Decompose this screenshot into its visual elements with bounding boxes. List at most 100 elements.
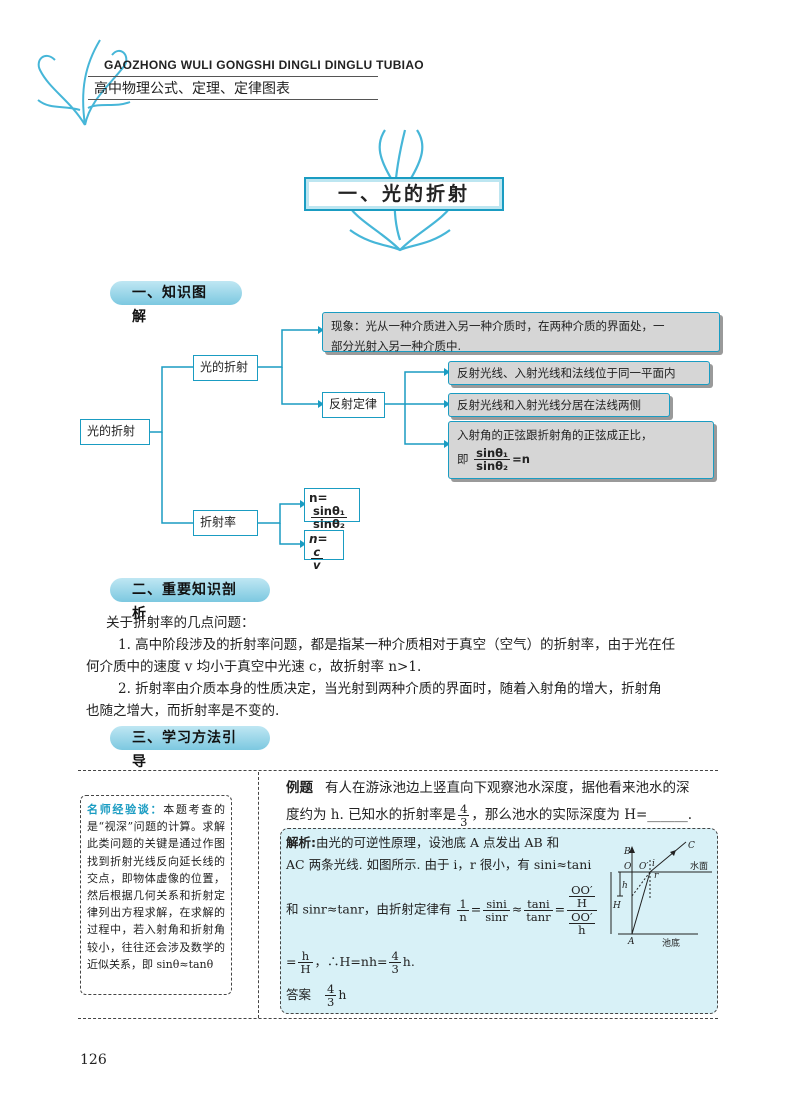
fig-label-H: H [612,901,621,911]
eq-1: 1 [457,898,469,911]
n1-lhs: n= [309,491,328,505]
eq-oo-bottom: OO′h [567,911,596,936]
eq-oo2: OO′ [569,910,595,924]
node-root: 光的折射 [80,419,150,445]
example-line2a: 度约为 h. 已知水的折射率是 [286,807,457,823]
section-header-diagram: 一、知识图解 [110,281,242,325]
law3-suffix: =n [512,452,530,466]
section-header-analysis: 二、重要知识剖析 [110,578,270,622]
fig-label-water: 水面 [690,860,708,872]
frame-top [78,770,718,771]
fig-label-a: A [627,937,635,947]
solution-text: 解析:由光的可逆性原理，设池底 A 点发出 AB 和 AC 两条光线. 如图所示… [286,832,606,1008]
line4-c: h. [402,954,415,969]
eq-H: H [576,896,587,910]
n2-num: c [311,546,323,559]
node-phenomenon: 现象：光从一种介质进入另一种介质时，在两种介质的界面处，一 部分光射入另一种介质… [322,312,720,353]
eq-h: h [578,923,586,937]
refraction-figure: B O O′ i r C h H A 水面 池底 [610,841,712,949]
analysis-text: 关于折射率的几点问题： 1. 高中阶段涉及的折射率问题，都是指某一种介质相对于真… [86,612,714,722]
node-law: 反射定律 [322,392,385,418]
eq-oo-top: OO′H [567,883,597,911]
header-title: 高中物理公式、定理、定律图表 [88,76,378,100]
eq-sini: sini [483,898,510,911]
node-refraction: 光的折射 [193,355,258,381]
page-number: 126 [80,1052,107,1068]
phenomenon-line-1: 现象：光从一种介质进入另一种介质时，在两种介质的界面处，一 [331,319,665,333]
fig-label-c: C [688,841,695,851]
analysis-p1-line2: 何介质中的速度 v 均小于真空中光速 c，故折射率 n>1. [86,659,422,675]
fig-label-o: O [624,862,632,872]
example-label: 例题 [286,780,313,796]
eq-tani: tani [524,898,553,911]
fig-label-o-prime: O′ [639,862,648,872]
chapter-title: 一、光的折射 [304,177,504,211]
line4-fnum: 4 [389,949,401,963]
law3-num: sinθ₁ [474,446,511,460]
phenomenon-line-2: 部分光射入另一种介质中. [331,339,462,353]
diagram-connectors [150,326,450,548]
line4-b: ，∴H=nh= [314,954,388,969]
answer-num: 4 [325,982,337,996]
analysis-p2-line2: 也随之增大，而折射率是不变的. [86,703,280,719]
example-line2b: ，那么池水的实际深度为 H=______. [471,807,693,823]
law3-line-1: 入射角的正弦跟折射角的正弦成正比， [457,428,653,442]
fig-label-h: h [622,881,628,891]
frame-bottom [78,1018,718,1019]
law3-den: sinθ₂ [476,459,509,473]
solution-line3a: 和 sinr≈tanr，由折射定律有 [286,901,452,917]
line4-fden: 3 [391,962,399,976]
answer-den: 3 [327,995,335,1009]
solution-line2: AC 两条光线. 如图所示. 由于 i，r 很小，有 sini≈tani [286,857,592,872]
section-header-method: 三、学习方法引导 [110,726,270,770]
solution-label: 解析: [286,835,316,850]
node-law-1: 反射光线、入射光线和法线位于同一平面内 [448,361,710,385]
answer-label: 答案 [286,987,312,1002]
analysis-p1-line1: 1. 高中阶段涉及的折射率问题，都是指某一种介质相对于真空（空气）的折射率，由于… [118,637,676,653]
fig-label-bottom: 池底 [662,937,680,949]
answer-suffix: h [338,987,347,1002]
node-refractive-index: 折射率 [193,510,258,536]
solution-box [280,828,718,1014]
example-frac-den: 3 [460,815,468,829]
eq-tanr: tanr [526,909,551,924]
law3-fraction: sinθ₁ sinθ₂ [474,446,511,473]
tip-label: 名师经验谈： [87,803,164,816]
n2-den: v [313,558,321,572]
eq-sinr: sinr [485,909,508,924]
eq-oo1: OO′ [569,883,595,897]
analysis-p2-line1: 2. 折射率由介质本身的性质决定，当光射到两种介质的界面时，随着入射角的增大，折… [118,681,662,697]
example-question: 例题有人在游泳池边上竖直向下观察池水深度，据他看来池水的深 度约为 h. 已知水… [286,776,718,828]
law3-prefix: 即 [457,452,469,466]
law3-formula: 即 sinθ₁ sinθ₂ =n [457,447,705,472]
line4-den: H [300,962,311,976]
node-law-3: 入射角的正弦跟折射角的正弦成正比， 即 sinθ₁ sinθ₂ =n [448,421,714,479]
header-flourish [37,39,131,126]
n2-lhs: n= [309,532,328,546]
example-frac-num: 4 [458,802,470,816]
tip-text: 本题考查的是“视深”问题的计算。求解此类问题的关键是通过作图找到折射光线反向延长… [87,803,226,971]
fig-label-b: B [623,847,631,857]
frame-divider [258,772,259,1018]
line4-num: h [298,950,313,963]
teacher-tip: 名师经验谈：本题考查的是“视深”问题的计算。求解此类问题的关键是通过作图找到折射… [80,795,232,995]
fig-label-i: i [652,859,655,869]
node-law-2: 反射光线和入射光线分居在法线两侧 [448,393,670,417]
eq-n: n [459,909,467,924]
n1-den: sinθ₂ [313,517,345,531]
example-line1: 有人在游泳池边上竖直向下观察池水深度，据他看来池水的深 [325,780,690,796]
